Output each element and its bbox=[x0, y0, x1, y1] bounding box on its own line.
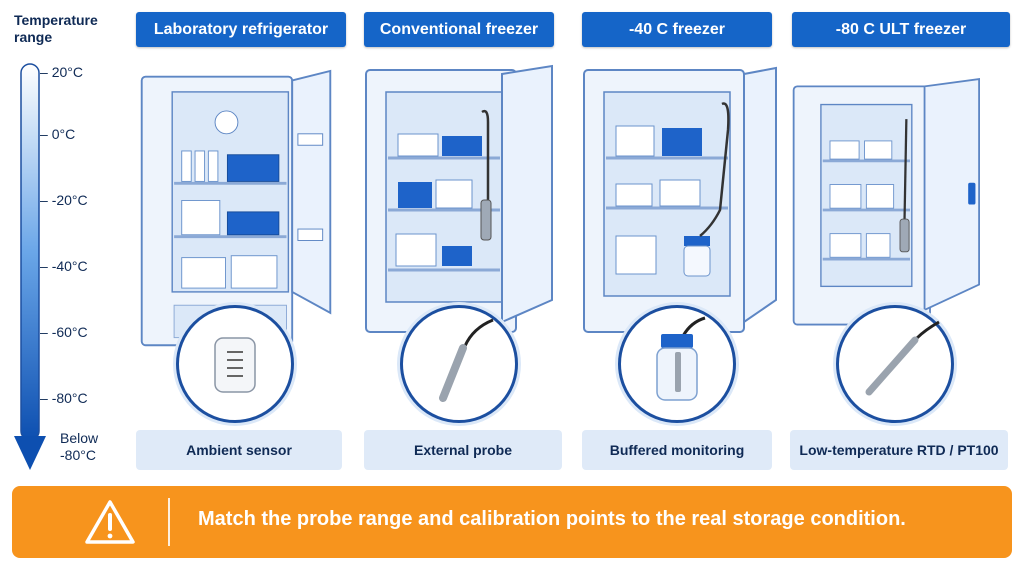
warning-icon bbox=[85, 500, 135, 544]
thermometer-arrow bbox=[14, 63, 46, 470]
banner-divider bbox=[168, 498, 170, 546]
tick-below-80: Below -80°C bbox=[60, 430, 99, 463]
footer-rtd-pt100: Low-temperature RTD / PT100 bbox=[790, 430, 1008, 470]
minus40-freezer-illustration bbox=[583, 66, 777, 333]
tick-minus80: – -80°C bbox=[40, 390, 88, 406]
banner-text: Match the probe range and calibration po… bbox=[198, 508, 906, 530]
buffer-bottle-icon bbox=[656, 316, 706, 401]
ambient-sensor-icon bbox=[214, 337, 256, 393]
tick-minus20: – -20°C bbox=[40, 192, 88, 208]
rtd-probe-icon bbox=[865, 320, 940, 396]
zoom-buffered-monitoring bbox=[618, 305, 736, 423]
footer-external-probe: External probe bbox=[364, 430, 562, 470]
external-probe-icon bbox=[439, 318, 494, 402]
header-conventional-freezer: Conventional freezer bbox=[364, 12, 554, 47]
conventional-freezer-illustration bbox=[365, 64, 553, 333]
tick-minus40: – -40°C bbox=[40, 258, 88, 274]
tick-0: – 0°C bbox=[40, 126, 76, 142]
ult-freezer-illustration bbox=[792, 78, 980, 326]
recommendation-banner: Match the probe range and calibration po… bbox=[12, 486, 1012, 558]
scale-title-line2: range bbox=[14, 29, 53, 45]
zoom-external-probe bbox=[400, 305, 518, 423]
lab-refrigerator-illustration bbox=[140, 69, 332, 347]
scale-title-line1: Temperature bbox=[14, 12, 98, 28]
header-minus40-freezer: -40 C freezer bbox=[582, 12, 772, 47]
footer-ambient-sensor: Ambient sensor bbox=[136, 430, 342, 470]
temperature-scale: Temperature range – 20°C – 0°C – -20°C –… bbox=[0, 0, 130, 480]
header-ult-freezer: -80 C ULT freezer bbox=[792, 12, 1010, 47]
scale-title: Temperature range bbox=[14, 12, 98, 46]
tick-minus60: – -60°C bbox=[40, 324, 88, 340]
zoom-rtd-probe bbox=[836, 305, 954, 423]
tick-20: – 20°C bbox=[40, 64, 83, 80]
footer-buffered-monitoring: Buffered monitoring bbox=[582, 430, 772, 470]
zoom-ambient-sensor bbox=[176, 305, 294, 423]
header-lab-refrigerator: Laboratory refrigerator bbox=[136, 12, 346, 47]
